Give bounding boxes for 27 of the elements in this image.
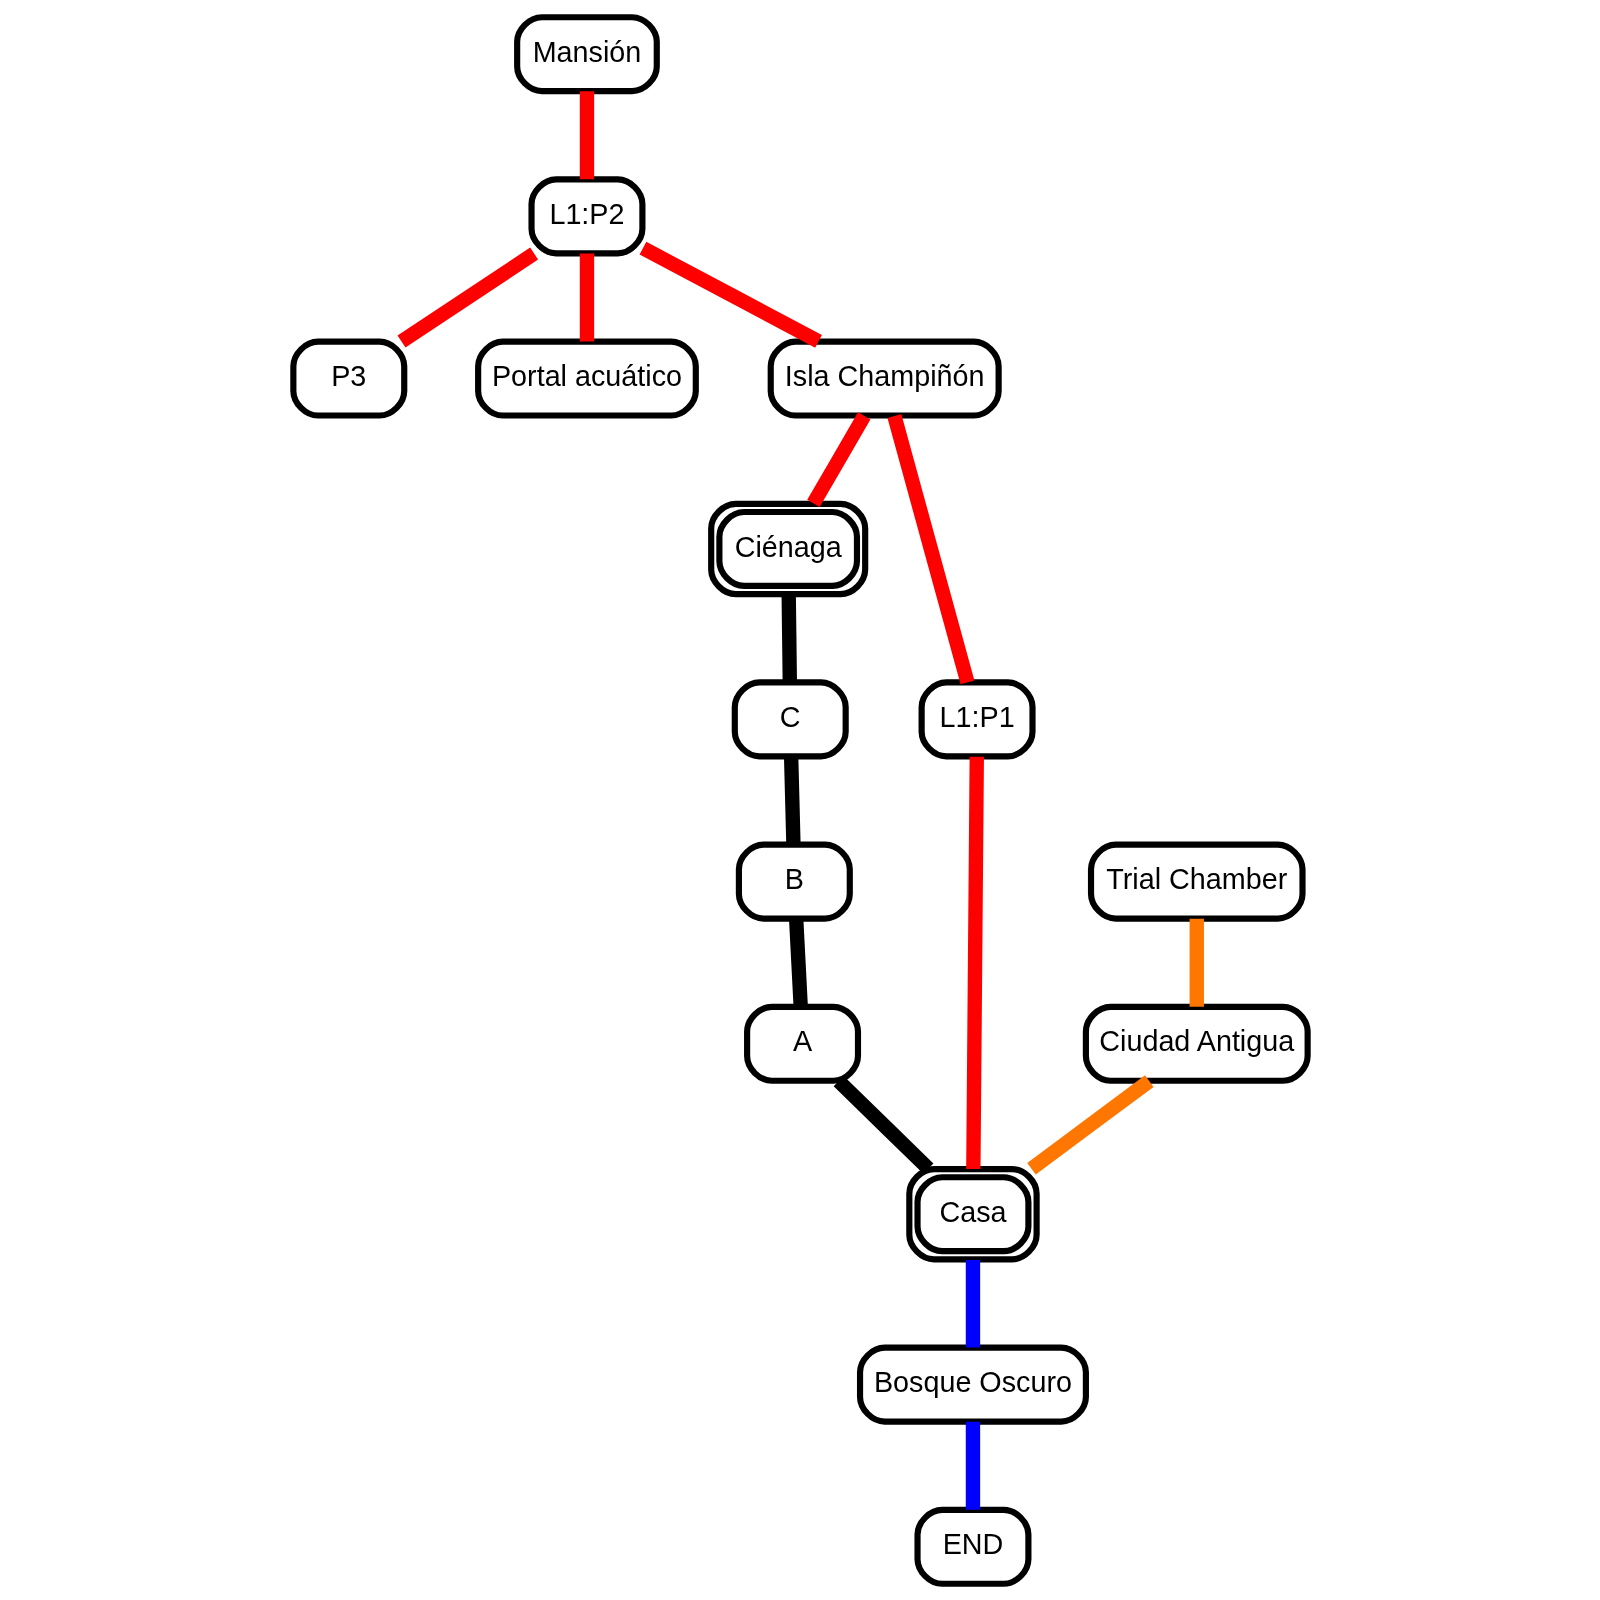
node-box: P3 (289, 338, 407, 419)
node-box: Isla Champiñón (767, 338, 1002, 419)
connector (806, 411, 870, 507)
connector (965, 1421, 980, 1510)
node-box: Bosque Oscuro (856, 1344, 1089, 1425)
node-box: L1:P2 (527, 175, 645, 256)
connector (781, 594, 797, 682)
node-box: Ciénaga (707, 500, 868, 597)
connector (579, 90, 594, 179)
node-box: Trial Chamber (1087, 841, 1306, 922)
connector (1026, 1074, 1154, 1174)
node-box: Mansión (513, 13, 660, 94)
node-box: Ciudad Antigua (1082, 1003, 1311, 1084)
connector (886, 413, 974, 684)
connector (965, 1259, 980, 1348)
node-box: A (743, 1003, 861, 1084)
node-box: C (731, 678, 849, 759)
connector (639, 241, 822, 348)
connector (1189, 918, 1204, 1007)
connector (579, 253, 594, 342)
node-box: END (913, 1506, 1031, 1587)
node-box: L1:P1 (918, 678, 1036, 759)
node-box: Casa (905, 1165, 1040, 1262)
node-box: Portal acuático (474, 338, 699, 419)
node-box: B (735, 841, 853, 922)
connector (965, 756, 984, 1169)
connector (397, 247, 538, 347)
